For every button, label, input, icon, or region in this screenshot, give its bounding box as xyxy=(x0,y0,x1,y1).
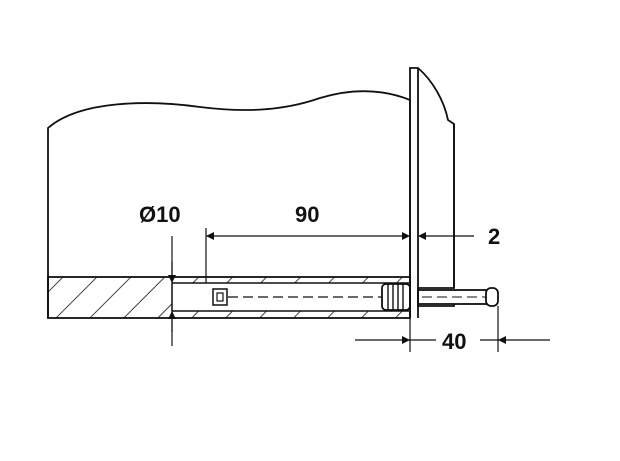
door-front xyxy=(409,67,455,318)
dim-door-gap: 2 xyxy=(488,224,500,249)
dim-hole-depth: 90 xyxy=(295,202,319,227)
dim-projection: 40 xyxy=(442,329,466,354)
latch-collar xyxy=(381,283,411,311)
dim-hole-diameter: Ø10 xyxy=(139,202,181,227)
latch-end-screw xyxy=(216,292,224,302)
proj-label-bg xyxy=(436,327,480,353)
cabinet-panel-outline xyxy=(47,90,411,318)
plunger-tip xyxy=(485,287,499,307)
